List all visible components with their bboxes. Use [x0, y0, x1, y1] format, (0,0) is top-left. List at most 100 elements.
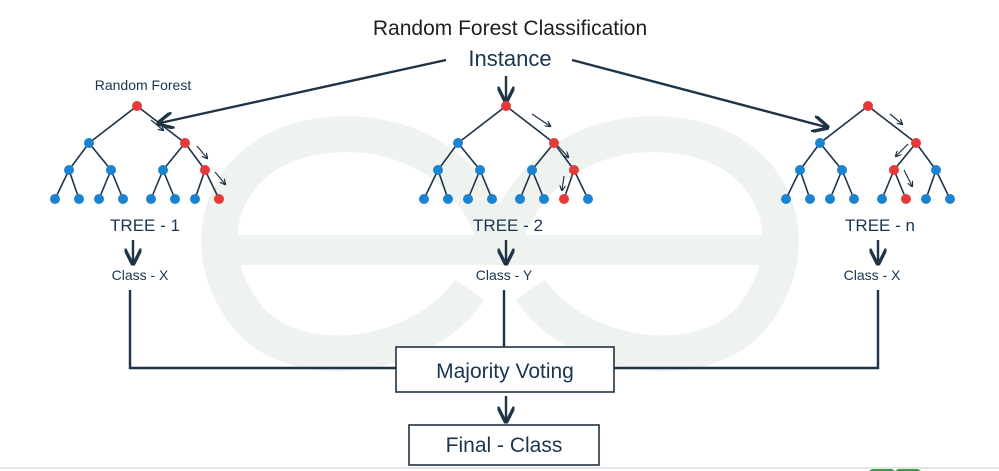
tree-node	[94, 194, 104, 204]
tree-node	[419, 194, 429, 204]
tree-node	[50, 194, 60, 204]
tree-node	[837, 165, 847, 175]
tree-edge	[925, 169, 937, 200]
tree-edge	[194, 169, 206, 200]
final-class-label: Final - Class	[446, 434, 563, 457]
tree-node	[815, 138, 825, 148]
tree-node	[64, 165, 74, 175]
tree-node-selected	[569, 165, 579, 175]
tree-edge	[184, 142, 206, 171]
tree-node	[515, 194, 525, 204]
tree-node-selected	[911, 138, 921, 148]
tree-node	[825, 194, 835, 204]
path-indicator-arrow	[196, 145, 207, 158]
tree-edge	[799, 169, 811, 200]
tree-node	[433, 165, 443, 175]
tree-edge	[785, 169, 801, 200]
tree-edge	[563, 169, 575, 200]
tree-node	[849, 194, 859, 204]
tree-node-selected	[501, 101, 511, 111]
path-indicator-arrow	[562, 175, 564, 190]
tree-node	[190, 194, 200, 204]
tree-2-label: TREE - 2	[473, 216, 543, 235]
tree-node	[795, 165, 805, 175]
tree-edge	[505, 105, 555, 144]
path-indicator-arrow	[903, 169, 912, 186]
tree-edge	[531, 142, 555, 171]
tree-edge	[893, 169, 907, 200]
tree-node	[463, 194, 473, 204]
tree-node	[475, 165, 485, 175]
tree-edge	[68, 142, 90, 171]
tree-n-graph	[781, 101, 955, 204]
tree-2-class-label: Class - Y	[476, 267, 533, 283]
tree-1-class-label: Class - X	[112, 267, 169, 283]
path-indicator-arrow	[557, 145, 568, 157]
tree-edge	[437, 142, 459, 171]
tree-edge	[88, 142, 112, 171]
tree-edge	[841, 169, 855, 200]
tree-edge	[423, 169, 439, 200]
tree-node	[158, 165, 168, 175]
tree-edge	[110, 169, 124, 200]
tree-edge	[935, 169, 951, 200]
tree-edge	[437, 169, 449, 200]
arrow-instance-to-tree-n	[571, 58, 826, 127]
tree-node-selected	[180, 138, 190, 148]
tree-edge	[457, 142, 481, 171]
path-indicator-arrow	[889, 113, 902, 124]
tree-edge	[893, 142, 917, 171]
tree-node-selected	[901, 194, 911, 204]
tree-edge	[867, 105, 917, 144]
tree-edge	[881, 169, 895, 200]
watermark-logo	[201, 116, 799, 372]
tree-n-label: TREE - n	[845, 216, 915, 235]
tree-edge	[819, 105, 869, 144]
tree-node	[921, 194, 931, 204]
tree-node	[945, 194, 955, 204]
tree-node	[583, 194, 593, 204]
tree-edge	[799, 142, 821, 171]
tree-node-selected	[132, 101, 142, 111]
tree-edge	[162, 169, 176, 200]
path-indicator-arrow	[150, 119, 163, 130]
tree-edge	[819, 142, 843, 171]
tree-node-selected	[214, 194, 224, 204]
tree-n-class-label: Class - X	[844, 267, 901, 283]
tree-node-selected	[200, 165, 210, 175]
tree-edge	[54, 169, 70, 200]
tree-edge	[136, 105, 186, 144]
tree-node-selected	[889, 165, 899, 175]
tree-edge	[162, 142, 186, 171]
path-indicator-arrow	[214, 171, 225, 184]
tree-node	[781, 194, 791, 204]
instance-label: Instance	[468, 46, 551, 71]
tree-node	[170, 194, 180, 204]
path-indicator-arrow	[896, 143, 909, 156]
tree-node	[527, 165, 537, 175]
tree-edge	[467, 169, 481, 200]
random-forest-label: Random Forest	[95, 77, 192, 93]
diagram-title: Random Forest Classification	[373, 17, 647, 40]
tree-edge	[150, 169, 164, 200]
tree-edge	[457, 105, 507, 144]
tree-node	[84, 138, 94, 148]
tree-2-graph	[419, 101, 593, 204]
tree-node	[805, 194, 815, 204]
majority-voting-box	[395, 346, 615, 393]
tree-node	[487, 194, 497, 204]
tree-1-label: TREE - 1	[110, 216, 180, 235]
tree-node-selected	[559, 194, 569, 204]
tree-node	[453, 138, 463, 148]
tree-node	[539, 194, 549, 204]
tree-node	[106, 165, 116, 175]
tree-1-graph	[50, 101, 225, 204]
tree-edge	[829, 169, 843, 200]
tree-node	[877, 194, 887, 204]
tree-edge	[68, 169, 80, 200]
tree-node	[931, 165, 941, 175]
majority-voting-label: Majority Voting	[436, 360, 574, 383]
arrow-instance-to-tree-1	[160, 58, 447, 123]
tree-edge	[98, 169, 112, 200]
connector-class-n-to-voting	[614, 290, 880, 370]
